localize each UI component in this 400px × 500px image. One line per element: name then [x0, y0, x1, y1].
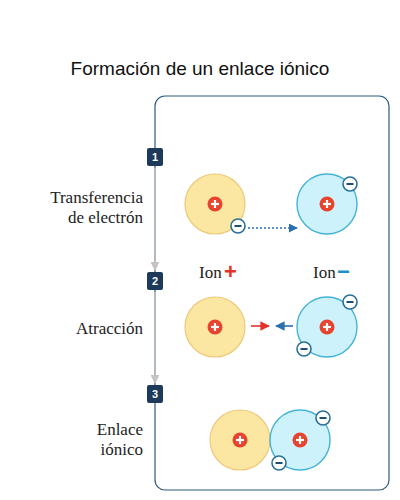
step-badge: 3	[147, 385, 163, 403]
callout-number: 3	[152, 388, 158, 400]
step-badge: 1	[147, 148, 163, 166]
step-arrow	[154, 292, 156, 383]
atom-pair-transfer	[185, 174, 357, 234]
ionic-bond-pair	[210, 410, 330, 470]
step-label: Enlace iónico	[73, 420, 143, 460]
charge-sign: +	[224, 262, 237, 282]
ion-label: Ion	[313, 263, 336, 283]
step-label: Atracción	[39, 319, 143, 339]
step-badge: 2	[147, 272, 163, 290]
step-arrow	[154, 168, 156, 270]
callout-number: 1	[152, 151, 158, 163]
callout-number: 2	[152, 275, 158, 287]
ion-label: Ion	[199, 263, 222, 283]
panel-frame	[155, 96, 389, 490]
diagram-title: Formación de un enlace iónico	[10, 58, 390, 80]
charge-sign: −	[337, 262, 350, 282]
step-label: Transferencia de electrón	[39, 188, 143, 228]
ions-attraction	[185, 295, 357, 357]
